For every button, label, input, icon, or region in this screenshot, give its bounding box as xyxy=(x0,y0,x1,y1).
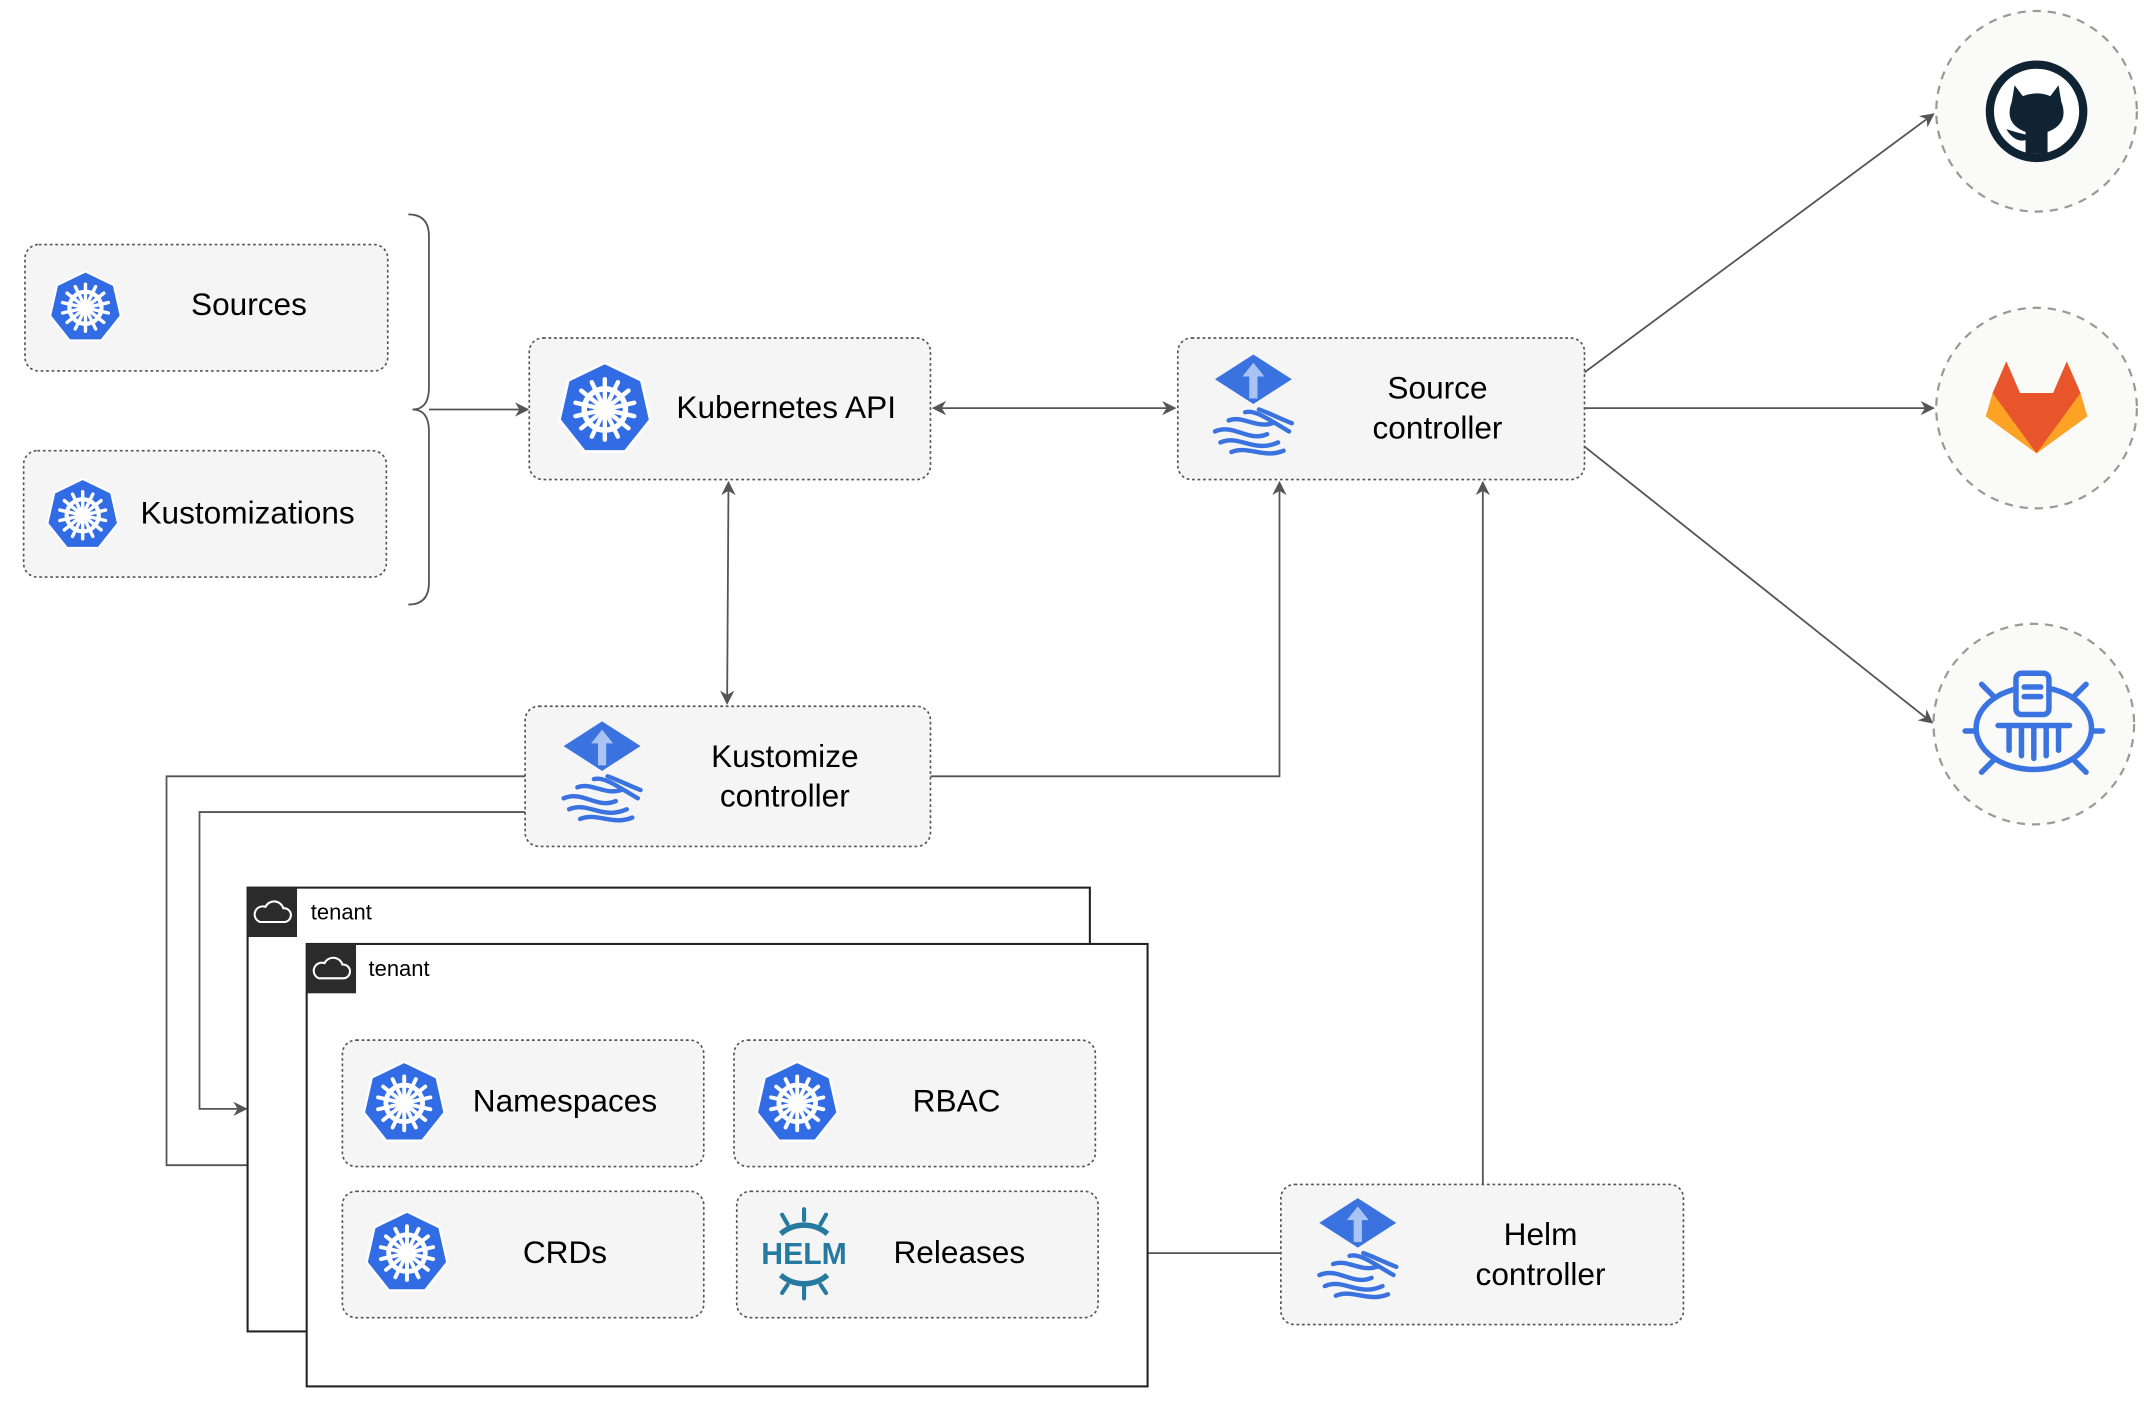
node-label-line1: Helm xyxy=(1504,1216,1578,1252)
node-label: Sources xyxy=(191,286,307,322)
external-github[interactable] xyxy=(1935,9,2138,213)
node-source-controller[interactable]: Source controller xyxy=(1176,337,1586,481)
tenant-label: tenant xyxy=(311,900,372,925)
helm-logo-text: HELM xyxy=(761,1238,847,1271)
edge-api-kustomize xyxy=(720,480,736,705)
tenant-group-front[interactable]: tenant Namespaces RBAC CRDs HELM xyxy=(305,942,1149,1388)
node-label: Releases xyxy=(893,1234,1025,1270)
gitlab-icon xyxy=(1985,361,2088,454)
node-releases[interactable]: HELM Releases xyxy=(735,1190,1099,1319)
node-label: CRDs xyxy=(523,1234,607,1270)
edge-kustomize-tenant-front xyxy=(165,775,526,1173)
edge-kustomize-tenant-back xyxy=(198,811,526,1116)
edges xyxy=(165,113,1935,1261)
cloud-icon xyxy=(306,943,357,994)
edge-source-helmrepo xyxy=(1583,445,1934,724)
node-namespaces[interactable]: Namespaces xyxy=(341,1039,705,1168)
edge-source-github xyxy=(1583,113,1935,374)
node-label-line2: controller xyxy=(720,778,850,814)
node-kustomizations[interactable]: Kustomizations xyxy=(22,449,388,578)
node-sources[interactable]: Sources xyxy=(24,243,389,372)
node-label-line2: controller xyxy=(1373,409,1503,445)
node-label: Namespaces xyxy=(473,1083,657,1119)
node-label: Kubernetes API xyxy=(676,389,896,425)
external-helm-repository[interactable] xyxy=(1932,622,2136,826)
node-label-line1: Source xyxy=(1387,370,1487,406)
helm-icon: HELM xyxy=(761,1207,847,1301)
edge-kustomize-source xyxy=(930,480,1287,778)
node-crds[interactable]: CRDs xyxy=(341,1190,705,1319)
node-label: RBAC xyxy=(913,1083,1001,1119)
node-kubernetes-api[interactable]: Kubernetes API xyxy=(528,337,932,481)
helm-repository-icon xyxy=(1962,670,2106,775)
node-label: Kustomizations xyxy=(140,495,354,531)
node-label-line1: Kustomize xyxy=(711,738,858,774)
node-rbac[interactable]: RBAC xyxy=(733,1039,1097,1168)
node-kustomize-controller[interactable]: Kustomize controller xyxy=(524,705,932,848)
bracket xyxy=(408,213,430,606)
cloud-icon xyxy=(247,887,298,938)
github-icon xyxy=(1985,60,2088,163)
tenant-label: tenant xyxy=(369,956,430,981)
node-helm-controller[interactable]: Helm controller xyxy=(1280,1183,1685,1326)
node-label-line2: controller xyxy=(1476,1256,1606,1292)
external-gitlab[interactable] xyxy=(1935,306,2138,510)
